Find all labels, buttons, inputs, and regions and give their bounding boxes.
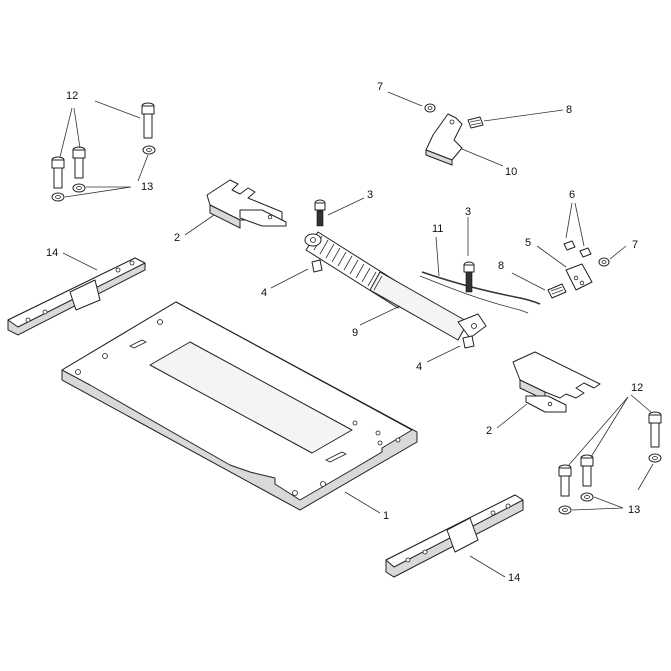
washers-13-left	[51, 145, 156, 202]
bolts-12-right	[558, 411, 662, 497]
callout-labels: 1 2 2 3 3 4 4 5 6 7 7 8 8 9 10 11 12 12 …	[46, 81, 643, 584]
washers-7	[424, 103, 610, 267]
callout-13-left: 13	[141, 181, 153, 193]
callout-13-right: 13	[628, 504, 640, 516]
callout-7-lower: 7	[632, 239, 638, 251]
callout-8-upper: 8	[566, 104, 572, 116]
nut-4-lower	[462, 335, 475, 349]
cable-bracket	[425, 113, 463, 166]
callout-9: 9	[352, 327, 358, 339]
bolt-3-lower	[463, 261, 475, 293]
callout-1: 1	[383, 510, 389, 522]
cable	[419, 271, 541, 314]
nipple-upper	[467, 116, 484, 129]
callout-14-left: 14	[46, 247, 58, 259]
washers-13-right	[558, 453, 662, 515]
callout-3-upper: 3	[367, 189, 373, 201]
callout-4-lower: 4	[416, 361, 422, 373]
callout-12-left: 12	[66, 90, 78, 102]
callout-3-lower: 3	[465, 206, 471, 218]
nipple-lower	[547, 283, 567, 299]
callout-6: 6	[569, 189, 575, 201]
bracket-upper	[206, 179, 287, 229]
small-plate	[565, 263, 593, 291]
leader-lines	[59, 91, 654, 578]
callout-8-lower: 8	[498, 260, 504, 272]
callout-2-upper: 2	[174, 232, 180, 244]
callout-11: 11	[432, 223, 443, 235]
callout-7-upper: 7	[377, 81, 383, 93]
gas-spring	[304, 231, 487, 341]
callout-10: 10	[505, 166, 517, 178]
base-plate	[61, 301, 418, 511]
bracket-lower	[512, 351, 601, 413]
nut-4-upper	[311, 259, 323, 273]
bolt-3-upper	[314, 199, 326, 227]
callout-14-right: 14	[508, 572, 520, 584]
nuts	[563, 240, 592, 258]
callout-4-upper: 4	[261, 287, 267, 299]
callout-5: 5	[525, 237, 531, 249]
callout-2-lower: 2	[486, 425, 492, 437]
rail-upper-left	[7, 257, 146, 336]
rail-lower-right	[385, 494, 524, 578]
callout-12-right: 12	[631, 382, 643, 394]
bolts-12-left	[51, 102, 155, 189]
